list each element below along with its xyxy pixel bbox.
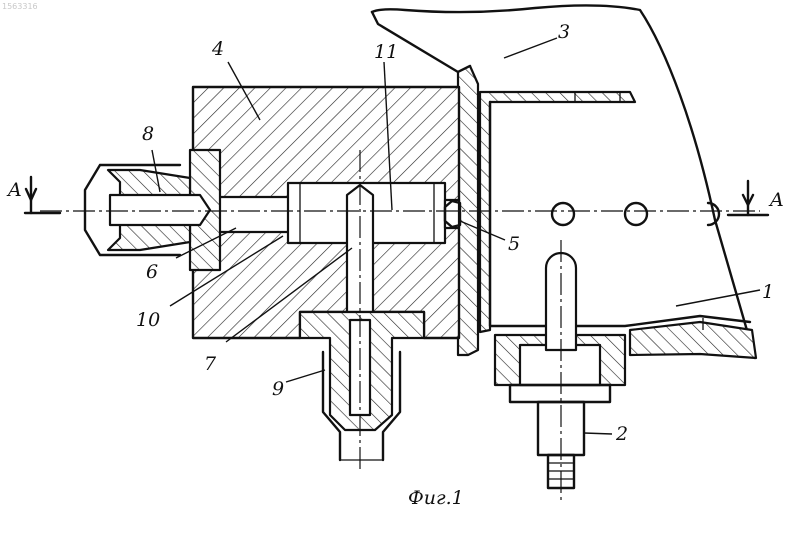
label-part-11: 11 [374,41,398,63]
nozzle-part-8 [85,150,220,270]
section-marker-left [25,177,60,213]
label-part-1: 1 [762,281,774,303]
fitting-part-9 [300,312,424,460]
label-part-4: 4 [211,38,224,60]
label-part-9: 9 [272,378,284,400]
label-part-5: 5 [508,233,520,255]
chamber-part-1 [480,92,756,358]
figure-caption: Фиг.1 [408,487,464,509]
label-section-left: A [6,179,22,201]
label-part-2: 2 [615,423,628,445]
vent-hole [552,203,574,225]
label-section-right: A [768,189,784,211]
section-marker-right [728,181,768,215]
label-part-8: 8 [142,123,154,145]
watermark-text: 1563316 [2,2,38,11]
plug-part-2 [495,253,625,488]
label-part-6: 6 [146,261,158,283]
body-part-4 [193,87,459,338]
label-part-3: 3 [558,21,570,43]
vent-hole [625,203,647,225]
label-part-10: 10 [136,309,160,331]
label-part-7: 7 [204,353,217,375]
